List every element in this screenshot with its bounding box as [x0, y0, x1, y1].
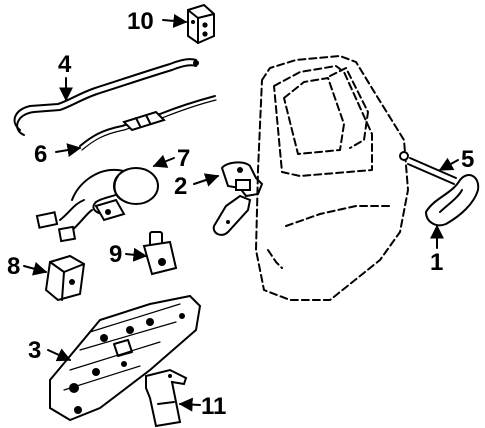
part-4-rod — [13, 58, 199, 136]
callout-4: 4 — [58, 51, 72, 78]
callout-3: 3 — [28, 337, 41, 364]
callout-7: 7 — [177, 145, 190, 172]
door-outline — [255, 55, 409, 301]
callout-11: 11 — [201, 393, 226, 420]
callout-1: 1 — [430, 249, 443, 276]
part-5-rod — [407, 157, 457, 185]
leader-line-9 — [125, 247, 148, 262]
leader-line-3 — [47, 348, 72, 362]
leader-line-10 — [162, 13, 188, 28]
leader-line-2 — [193, 173, 220, 187]
callout-2: 2 — [174, 173, 187, 200]
leader-line-7 — [152, 154, 175, 168]
part-3-regulator — [49, 294, 202, 422]
part-11-inner-handle — [145, 368, 188, 428]
part-6-rod — [79, 95, 217, 151]
part-2-handle — [212, 161, 264, 236]
leader-line-6 — [55, 143, 82, 157]
leader-line-8 — [23, 261, 48, 276]
callout-10: 10 — [127, 8, 154, 35]
leader-line-11 — [178, 397, 201, 412]
part-8-switch — [44, 254, 86, 302]
part-7-motor — [35, 167, 159, 243]
part-9-actuator — [142, 231, 178, 276]
leader-line-5 — [438, 157, 459, 171]
callout-5: 5 — [461, 146, 474, 173]
callout-9: 9 — [109, 241, 122, 268]
part-10-bracket — [187, 3, 215, 45]
callout-6: 6 — [34, 141, 47, 168]
callout-8: 8 — [7, 253, 20, 280]
